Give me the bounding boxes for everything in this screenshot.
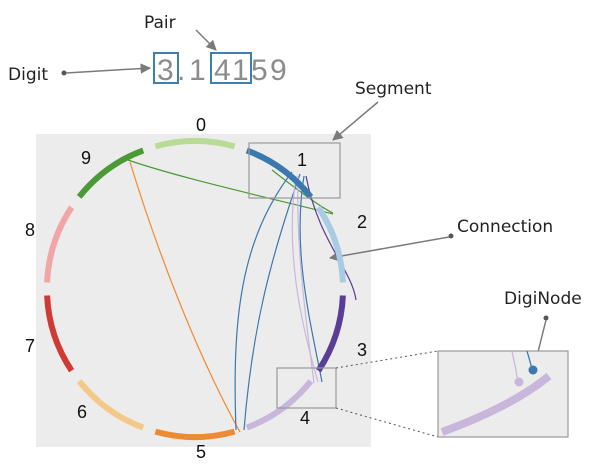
- segment-5: [154, 428, 236, 440]
- zoom-source-box: [276, 367, 337, 409]
- zoom-line-top: [335, 350, 439, 369]
- pi-digit-1: .: [177, 54, 185, 87]
- diginode-annotation: DigiNode: [504, 289, 582, 309]
- connection-1-4-b: [291, 175, 319, 383]
- pair-annotation: Pair: [144, 13, 176, 33]
- connection-9-5: [129, 161, 241, 433]
- segment-9: [76, 147, 145, 199]
- diagram-panel: [36, 134, 371, 447]
- inset-segment-arc: [440, 372, 552, 436]
- segment-3: [315, 295, 346, 373]
- digit-annotation: Digit: [8, 65, 48, 85]
- pair-arrow: [195, 29, 217, 51]
- digit-ring: [44, 138, 346, 440]
- pi-digit-4: 1: [232, 54, 249, 87]
- segment-label-4: 4: [300, 408, 310, 428]
- pi-digit-6: 9: [270, 54, 287, 87]
- segment-label-1: 1: [297, 150, 307, 170]
- digit-arrow-dot: [61, 70, 67, 76]
- digit-arrow: [65, 63, 152, 74]
- segment-arrow: [332, 101, 379, 141]
- connection-9-2: [127, 159, 334, 215]
- magnified-inset: [437, 350, 569, 438]
- segment-label-7: 7: [25, 336, 35, 356]
- segment-callout-box: [248, 142, 341, 199]
- connection-1-5-a: [234, 171, 293, 431]
- pair-highlight-box: [210, 52, 252, 84]
- pi-digit-3: 4: [214, 54, 231, 87]
- pi-digit-0: 3: [157, 54, 174, 87]
- connection-1-5-b: [243, 173, 301, 431]
- pi-digit-2: 1: [189, 54, 206, 87]
- segment-8: [44, 205, 75, 283]
- segment-label-5: 5: [196, 442, 206, 462]
- segment-label-0: 0: [196, 115, 206, 135]
- connection-1-4-c: [297, 175, 315, 384]
- connection-annotation: Connection: [457, 217, 553, 237]
- segment-6: [76, 379, 145, 431]
- segment-7: [44, 295, 75, 373]
- segment-4: [245, 379, 314, 431]
- segment-label-2: 2: [357, 212, 367, 232]
- pi-sequence: 3 . 1 4 1 5 9: [157, 54, 287, 87]
- segment-label-8: 8: [25, 220, 35, 240]
- segment-label-6: 6: [77, 402, 87, 422]
- connection-1-4-a: [299, 175, 323, 383]
- diginode-dot: [528, 365, 538, 375]
- inset-segment-node: [514, 377, 524, 387]
- segment-label-9: 9: [81, 148, 91, 168]
- pi-digit-5: 5: [251, 54, 268, 87]
- segment-label-3: 3: [357, 340, 367, 360]
- digit-highlight-box: [153, 52, 179, 84]
- segment-annotation: Segment: [355, 79, 432, 99]
- diginode-arrow-dot: [543, 315, 549, 321]
- segment-2: [315, 205, 346, 283]
- connection-arrow-dot: [448, 233, 454, 239]
- segment-0: [154, 138, 236, 150]
- connection-arrow: [328, 236, 450, 262]
- segment-1: [245, 147, 314, 199]
